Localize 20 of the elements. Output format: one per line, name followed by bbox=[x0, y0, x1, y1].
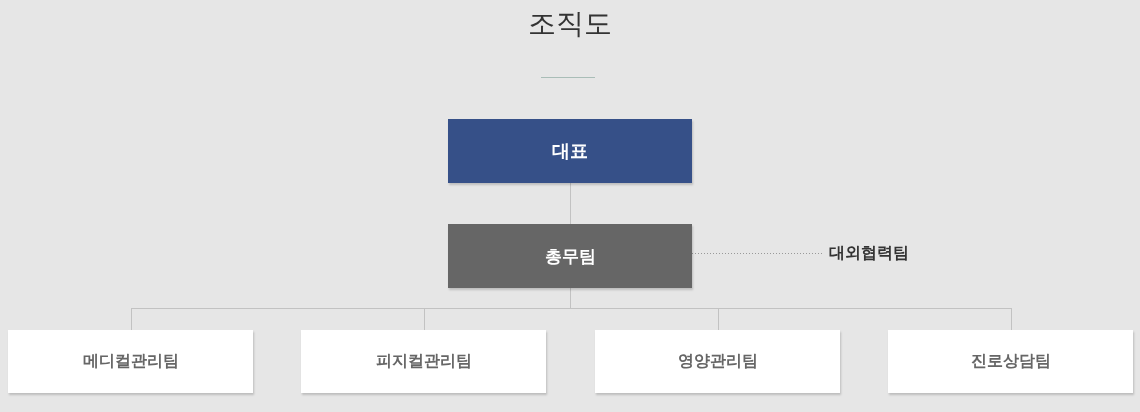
connector-line bbox=[718, 308, 719, 331]
box-label: 영양관리팀 bbox=[677, 351, 758, 372]
box-label: 대표 bbox=[552, 139, 588, 163]
connector-line bbox=[1011, 308, 1012, 331]
connector-line bbox=[570, 182, 571, 225]
connector-line bbox=[131, 308, 132, 331]
team-box bbox=[8, 330, 253, 393]
team-box bbox=[595, 330, 840, 393]
team-box bbox=[888, 330, 1133, 393]
team-box bbox=[448, 224, 692, 288]
box-label: 피지컬관리팀 bbox=[375, 351, 472, 372]
connector-line bbox=[130, 287, 1013, 309]
team-box bbox=[301, 330, 546, 393]
executive-box bbox=[448, 119, 692, 183]
box-label: 진로상담팀 bbox=[970, 351, 1051, 372]
connector-line bbox=[424, 308, 425, 331]
team-label: 대외협력팀 bbox=[829, 242, 909, 264]
chart-title: 조직도 bbox=[528, 7, 612, 40]
box-label: 메디컬관리팀 bbox=[82, 351, 179, 372]
box-label: 총무팀 bbox=[544, 244, 596, 268]
